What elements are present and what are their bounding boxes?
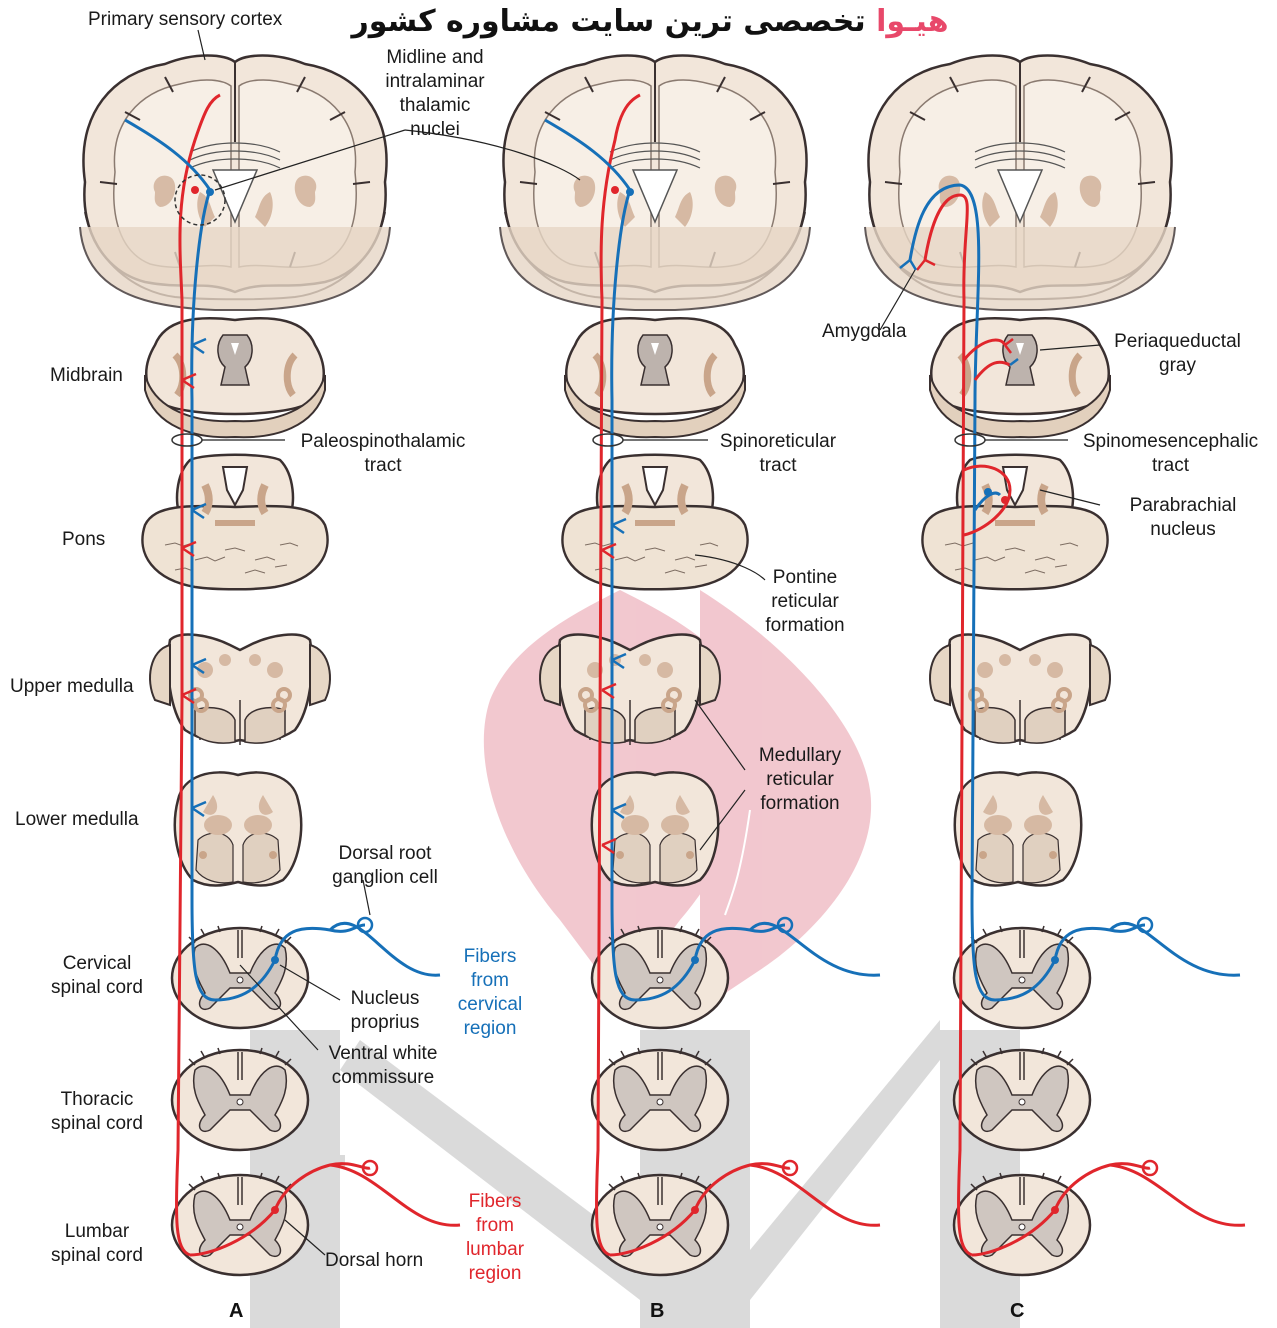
watermark-banner: هیـوا تخصصی ترین سایت مشاوره کشور bbox=[320, 4, 980, 39]
label-thalamic-nuclei: Midline and intralaminar thalamic nuclei bbox=[360, 46, 510, 142]
label-amygdala: Amygdala bbox=[822, 320, 907, 344]
label-medullary-reticular-formation: Medullary reticular formation bbox=[745, 744, 855, 816]
banner-brand: هیـوا bbox=[876, 4, 948, 39]
level-upper-medulla: Upper medulla bbox=[10, 675, 134, 699]
label-lumbar-fibers: Fibers from lumbar region bbox=[450, 1190, 540, 1286]
label-pontine-reticular-formation: Pontine reticular formation bbox=[750, 566, 860, 638]
panel-letter-b: B bbox=[650, 1300, 664, 1323]
level-pons: Pons bbox=[62, 528, 105, 552]
panel-letter-a: A bbox=[229, 1300, 243, 1323]
level-lower-medulla: Lower medulla bbox=[15, 808, 139, 832]
level-midbrain: Midbrain bbox=[50, 364, 123, 388]
label-cervical-fibers: Fibers from cervical region bbox=[445, 945, 535, 1041]
panel-letter-c: C bbox=[1010, 1300, 1024, 1323]
banner-text: تخصصی ترین سایت مشاوره کشور bbox=[351, 4, 865, 39]
label-primary-sensory-cortex: Primary sensory cortex bbox=[88, 8, 282, 32]
label-dorsal-horn: Dorsal horn bbox=[325, 1249, 423, 1273]
